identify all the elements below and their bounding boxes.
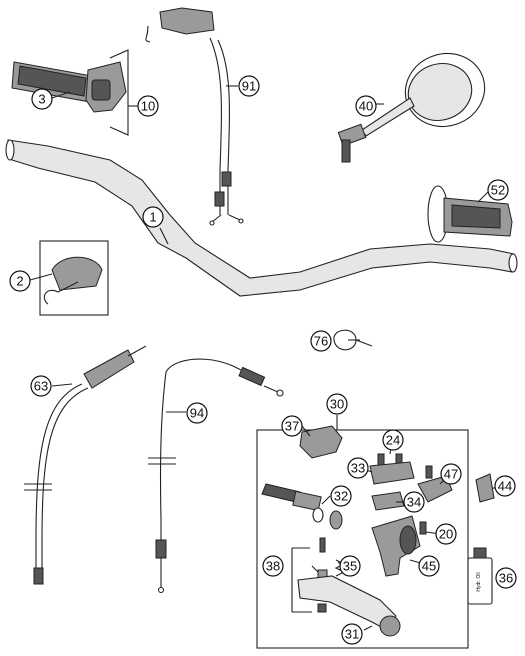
- left-grip[interactable]: [427, 185, 513, 243]
- housing-bracket: [109, 49, 129, 136]
- callout-91: 91: [238, 75, 260, 97]
- adjuster[interactable]: [417, 465, 453, 503]
- ball-joint[interactable]: [475, 473, 495, 503]
- throttle-housing[interactable]: [85, 61, 127, 113]
- callout-36: 36: [495, 567, 517, 589]
- svg-text:47: 47: [444, 467, 458, 482]
- mirror[interactable]: [337, 43, 494, 163]
- callout-1: 1: [142, 206, 164, 228]
- handlebar[interactable]: [5, 139, 518, 297]
- callout-76: 76: [310, 330, 332, 352]
- svg-text:44: 44: [498, 479, 512, 494]
- fluid-bottle[interactable]: Hydr. Oil: [467, 547, 493, 605]
- callout-2: 2: [9, 270, 31, 292]
- svg-text:63: 63: [34, 379, 48, 394]
- svg-text:32: 32: [334, 489, 348, 504]
- svg-text:36: 36: [499, 571, 513, 586]
- lever[interactable]: [297, 575, 401, 637]
- callout-30: 30: [326, 393, 348, 415]
- throttle-cable[interactable]: [145, 7, 244, 226]
- svg-text:10: 10: [141, 99, 155, 114]
- piston[interactable]: [261, 483, 343, 530]
- clamp-33[interactable]: [369, 461, 415, 485]
- callout-31: 31: [341, 623, 363, 645]
- callout-38: 38: [262, 555, 284, 577]
- reservoir-cap[interactable]: [299, 425, 343, 459]
- svg-text:76: 76: [314, 334, 328, 349]
- callout-52: 52: [487, 179, 509, 201]
- callout-3: 3: [31, 88, 53, 110]
- svg-text:35: 35: [343, 559, 357, 574]
- svg-text:20: 20: [439, 527, 453, 542]
- callout-32: 32: [330, 485, 352, 507]
- svg-text:45: 45: [422, 559, 436, 574]
- svg-text:37: 37: [285, 419, 299, 434]
- svg-text:3: 3: [38, 92, 45, 107]
- svg-text:34: 34: [407, 495, 421, 510]
- callout-47: 47: [440, 463, 462, 485]
- callout-34: 34: [403, 491, 425, 513]
- handlebar-pad[interactable]: [39, 240, 109, 316]
- callout-40: 40: [355, 95, 377, 117]
- callout-35: 35: [339, 555, 361, 577]
- svg-text:52: 52: [491, 183, 505, 198]
- callout-10: 10: [137, 95, 159, 117]
- cable-63[interactable]: [24, 345, 147, 585]
- svg-text:30: 30: [330, 397, 344, 412]
- callout-37: 37: [281, 415, 303, 437]
- screw-20[interactable]: [419, 521, 427, 535]
- svg-text:40: 40: [359, 99, 373, 114]
- callout-45: 45: [418, 555, 440, 577]
- svg-text:91: 91: [242, 79, 256, 94]
- cover-34[interactable]: [371, 491, 405, 511]
- clutch-cable[interactable]: [148, 358, 284, 594]
- bottle-label: Hydr. Oil: [476, 572, 482, 591]
- svg-text:94: 94: [190, 406, 204, 421]
- svg-text:33: 33: [351, 461, 365, 476]
- svg-text:38: 38: [266, 559, 280, 574]
- callout-33: 33: [347, 457, 369, 479]
- master-cylinder[interactable]: [371, 515, 421, 577]
- callout-24: 24: [382, 429, 404, 451]
- callout-63: 63: [30, 375, 52, 397]
- callout-94: 94: [186, 402, 208, 424]
- svg-text:31: 31: [345, 627, 359, 642]
- svg-text:1: 1: [149, 210, 156, 225]
- callout-44: 44: [494, 475, 516, 497]
- svg-text:2: 2: [16, 274, 23, 289]
- svg-text:24: 24: [386, 433, 400, 448]
- callout-20: 20: [435, 523, 457, 545]
